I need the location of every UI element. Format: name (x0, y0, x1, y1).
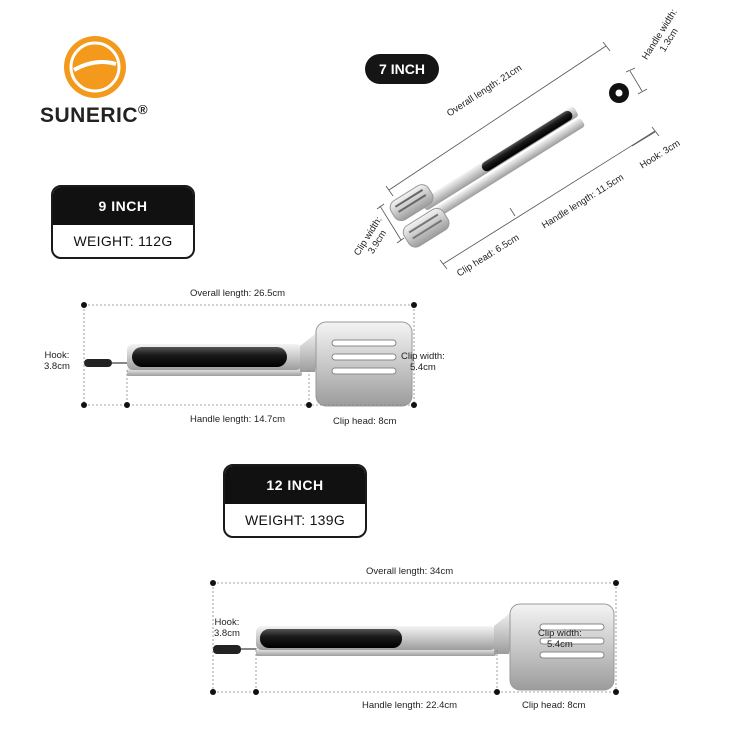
size-label: 9 INCH (53, 187, 193, 225)
weight-label: WEIGHT: 112G (73, 233, 173, 249)
size-badge-9-inch: 9 INCH WEIGHT: 112G (51, 185, 195, 259)
size-badge-12-inch: 12 INCH WEIGHT: 139G (223, 464, 367, 538)
clip-head-label-12: Clip head: 8cm (522, 700, 586, 711)
size-badge-7-inch: 7 INCH (365, 54, 439, 84)
handle-length-label-12: Handle length: 22.4cm (362, 700, 458, 711)
clip-head-label-9: Clip head: 8cm (333, 416, 397, 427)
brand-logo-icon (64, 36, 126, 98)
overall-length-label-12: Overall length: 34cm (366, 566, 454, 577)
tongs-12-inch (213, 603, 615, 691)
hook-label-9: Hook:3.8cm (44, 350, 70, 372)
handle-length-label-9: Handle length: 14.7cm (190, 414, 286, 425)
size-label: 12 INCH (225, 466, 365, 504)
weight-label: WEIGHT: 139G (244, 512, 346, 528)
tongs-9-inch (84, 321, 413, 407)
clip-width-label-9: Clip width:5.4cm (401, 351, 445, 373)
hook-label-12: Hook:3.8cm (214, 617, 240, 639)
brand-name: SUNERIC® (40, 102, 149, 127)
clip-width-label-12: Clip width:5.4cm (538, 628, 582, 650)
tongs-7-inch (389, 106, 585, 248)
overall-length-label-9: Overall length: 26.5cm (190, 288, 286, 299)
